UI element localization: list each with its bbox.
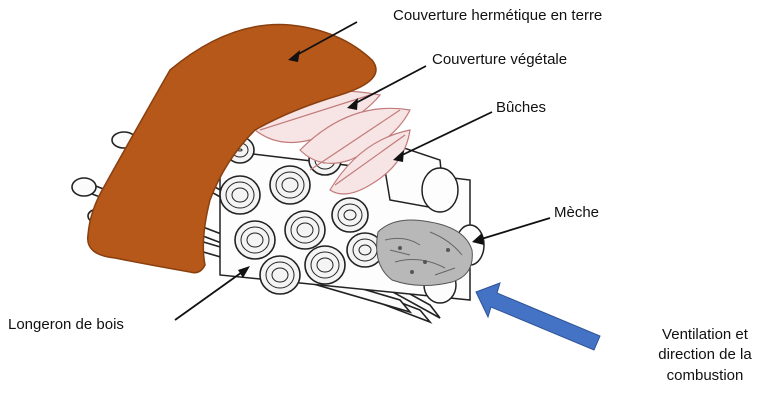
beam-leader <box>175 270 245 320</box>
wick-leader <box>478 218 550 240</box>
logs-leader <box>398 112 492 157</box>
label-vegetal-cover: Couverture végétale <box>432 50 567 70</box>
label-logs: Bûches <box>496 98 546 118</box>
label-wick: Mèche <box>554 203 599 223</box>
ventilation-line-3: combustion <box>640 366 770 386</box>
ventilation-line-2: direction de la <box>640 345 770 365</box>
label-ventilation: Ventilation et direction de la combustio… <box>640 325 770 386</box>
ventilation-arrow <box>476 283 600 350</box>
label-wooden-beam: Longeron de bois <box>8 315 124 335</box>
ventilation-line-1: Ventilation et <box>640 325 770 345</box>
log-end-ring <box>332 198 368 232</box>
label-earth-cover: Couverture hermétique en terre <box>393 6 602 26</box>
